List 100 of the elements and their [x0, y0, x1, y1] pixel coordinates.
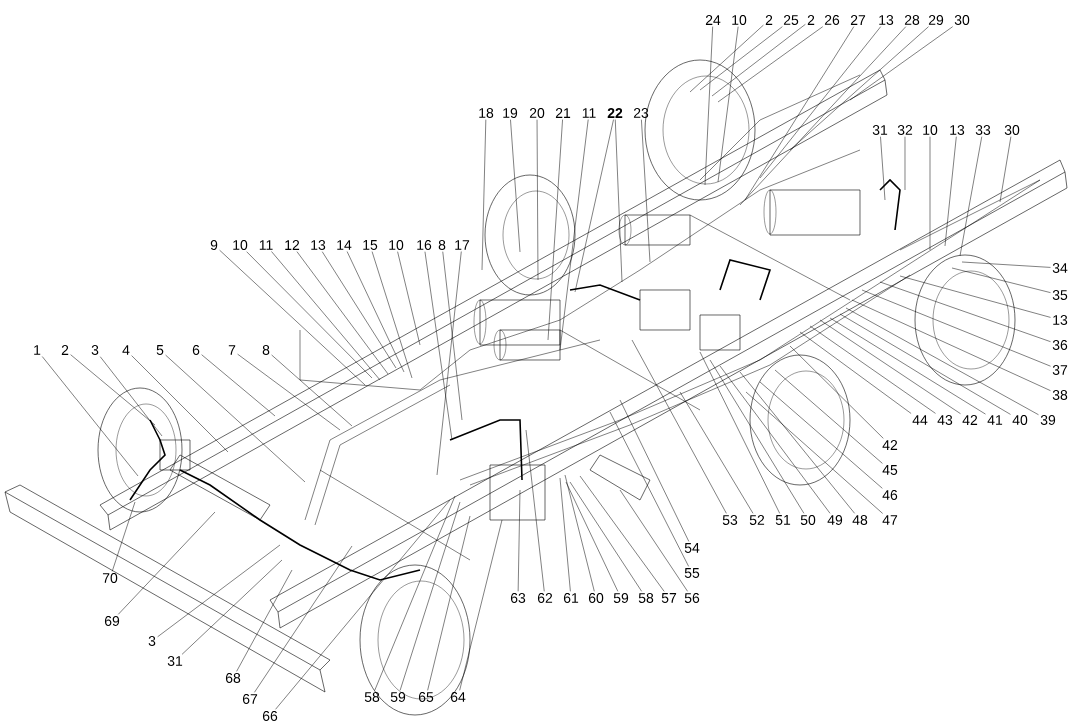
callout-number: 5	[156, 345, 164, 355]
callout-number: 65	[418, 692, 434, 702]
callout-number: 28	[904, 15, 920, 25]
callout-number: 64	[450, 692, 466, 702]
leader-line	[944, 136, 957, 247]
leader-line	[442, 251, 463, 421]
leader-line	[374, 495, 456, 691]
callout-number: 13	[311, 240, 326, 250]
leader-line	[346, 251, 405, 373]
callout-number: 66	[262, 711, 278, 721]
leader-line	[739, 371, 855, 514]
callout-number: 35	[1052, 290, 1068, 300]
leader-line	[271, 354, 353, 427]
callout-number: 1	[34, 345, 41, 355]
leader-line	[717, 26, 823, 103]
leader-line	[839, 313, 1011, 415]
leader-line	[236, 569, 293, 672]
leader-line	[739, 26, 907, 206]
callout-number: 67	[242, 694, 258, 704]
callout-number: 59	[390, 692, 406, 702]
callout-number: 69	[104, 616, 120, 626]
callout-number: 46	[882, 490, 898, 500]
leader-line	[711, 24, 806, 97]
callout-number: 57	[661, 593, 677, 603]
callout-number: 70	[102, 573, 118, 583]
callout-number: 30	[1004, 125, 1020, 135]
leader-line	[879, 281, 1051, 342]
leader-line	[547, 119, 563, 341]
leader-line	[481, 119, 487, 271]
leader-line	[371, 251, 413, 379]
leader-line	[679, 391, 754, 514]
leader-line	[111, 501, 136, 572]
callout-number: 27	[850, 15, 866, 25]
leader-line	[745, 391, 883, 514]
leader-line	[829, 317, 986, 415]
callout-number: 38	[1052, 390, 1068, 400]
leader-line	[704, 26, 713, 186]
leader-line	[321, 251, 397, 369]
callout-number: 60	[588, 593, 604, 603]
callout-number: 16	[417, 240, 432, 250]
callout-number: 3	[148, 636, 156, 646]
callout-number: 22	[607, 108, 623, 118]
callout-number: 56	[684, 593, 700, 603]
leader-line	[951, 267, 1051, 293]
callout-number: 49	[827, 515, 843, 525]
callout-number: 4	[122, 345, 130, 355]
callout-number: 36	[1052, 340, 1068, 350]
callout-number: 18	[479, 108, 494, 118]
leader-line	[861, 289, 1051, 367]
callout-number: 15	[363, 240, 378, 250]
callout-number: 31	[872, 125, 888, 135]
leader-line	[459, 519, 503, 691]
leader-line	[559, 477, 571, 592]
leader-line	[579, 475, 665, 592]
callout-number: 17	[455, 240, 470, 250]
leader-line	[929, 136, 931, 251]
callout-number: 63	[510, 593, 526, 603]
callout-number: 52	[749, 515, 765, 525]
callout-number: 47	[882, 515, 898, 525]
callout-number: 12	[285, 240, 300, 250]
callout-number: 23	[633, 108, 649, 118]
callout-number: 68	[225, 673, 241, 683]
leader-line	[399, 501, 461, 691]
callout-number: 37	[1052, 365, 1068, 375]
leader-line	[631, 339, 727, 514]
leader-line	[157, 544, 281, 638]
leader-line	[789, 345, 884, 439]
callout-number: 50	[800, 515, 816, 525]
leader-line	[719, 365, 831, 514]
callout-number: 24	[705, 15, 721, 25]
callout-number: 2	[765, 15, 773, 25]
callout-number: 32	[897, 125, 913, 135]
callout-number: 21	[555, 108, 571, 118]
callout-number: 10	[233, 240, 248, 250]
callout-number: 13	[950, 125, 965, 135]
callout-number: 33	[975, 125, 991, 135]
leader-line	[201, 354, 276, 417]
leader-line	[759, 381, 883, 489]
leader-line	[717, 26, 739, 183]
leader-line	[246, 251, 373, 379]
leader-line	[851, 299, 1051, 391]
callout-number: 34	[1052, 263, 1068, 273]
leader-line	[131, 355, 229, 453]
callout-number: 40	[1012, 415, 1028, 425]
leader-line	[525, 429, 545, 592]
leader-line	[118, 511, 216, 615]
leader-line	[271, 251, 381, 381]
leader-line	[619, 399, 690, 542]
leader-line	[99, 356, 163, 437]
callout-number: 9	[210, 240, 218, 250]
callout-number: 31	[167, 656, 183, 666]
callout-number: 42	[962, 415, 978, 425]
leader-line	[699, 351, 780, 514]
callout-number: 14	[337, 240, 352, 250]
leader-line	[254, 545, 353, 693]
callout-number: 11	[582, 108, 596, 118]
callout-number: 45	[882, 465, 898, 475]
callout-number: 51	[775, 515, 791, 525]
leader-line	[564, 474, 595, 592]
leader-line	[565, 481, 619, 592]
